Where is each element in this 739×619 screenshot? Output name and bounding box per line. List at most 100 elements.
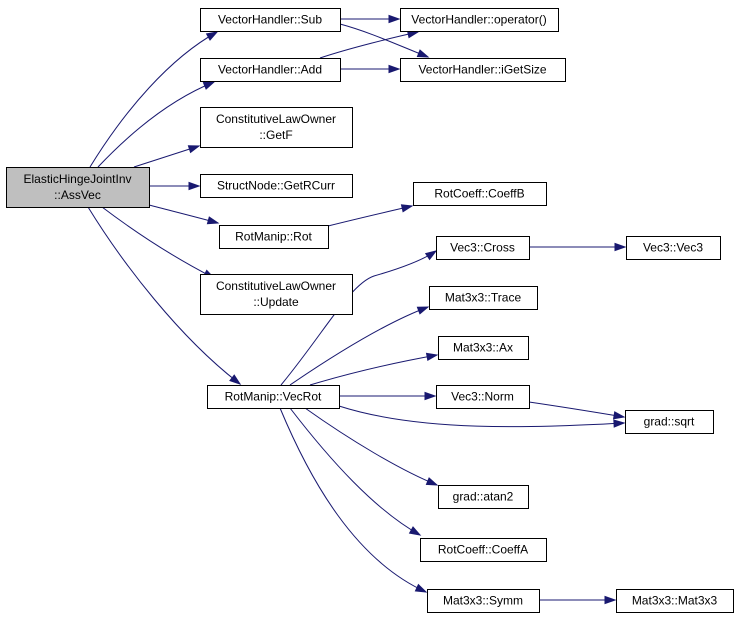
node-box	[200, 58, 341, 82]
node-label: ::AssVec	[54, 188, 101, 202]
arrow-head	[424, 250, 438, 261]
node-vh-add[interactable]: VectorHandler::Add	[200, 58, 341, 82]
node-label: VectorHandler::iGetSize	[418, 63, 546, 77]
node-box	[436, 385, 530, 409]
node-label: RotManip::Rot	[235, 230, 312, 244]
arrow-head	[416, 306, 430, 315]
edge-line	[289, 407, 421, 536]
node-box	[429, 286, 538, 310]
edge-v3_cross-to-v3_vec3	[529, 242, 627, 252]
node-m3-mat3x3[interactable]: Mat3x3::Mat3x3	[616, 589, 734, 613]
edge-line	[528, 401, 625, 418]
node-clo-getf[interactable]: ConstitutiveLawOwner::GetF	[200, 107, 353, 148]
node-box	[200, 274, 353, 315]
node-label: ConstitutiveLawOwner	[216, 279, 336, 293]
node-box	[6, 167, 150, 208]
arrow-head	[612, 411, 626, 420]
arrow-head	[613, 419, 626, 428]
edge-line	[289, 306, 429, 386]
edge-root-to-sn_getr	[149, 181, 201, 191]
arrow-head	[206, 216, 220, 225]
node-m3-ax[interactable]: Mat3x3::Ax	[438, 336, 529, 360]
node-root[interactable]: ElasticHingeJointInv::AssVec	[6, 167, 150, 208]
node-label: VectorHandler::operator()	[411, 13, 546, 27]
node-box	[616, 589, 734, 613]
node-rm-rot[interactable]: RotManip::Rot	[219, 225, 329, 249]
arrow-head	[614, 242, 627, 252]
edge-line	[280, 250, 437, 386]
arrow-head	[188, 181, 201, 191]
node-v3-cross[interactable]: Vec3::Cross	[436, 236, 530, 260]
edge-root-to-vh_sub	[89, 31, 219, 168]
arrow-head	[388, 64, 401, 74]
arrow-head	[604, 595, 617, 605]
edge-line	[319, 31, 419, 59]
node-label: ElasticHingeJointInv	[23, 172, 131, 186]
edge-line	[309, 354, 438, 386]
node-box	[625, 410, 714, 434]
edge-root-to-clo_getf	[133, 145, 201, 168]
node-box	[413, 182, 547, 206]
node-label: grad::atan2	[453, 490, 514, 504]
node-box	[420, 538, 547, 562]
node-box	[200, 174, 353, 198]
edge-rm_vecrot-to-v3_cross	[280, 250, 438, 386]
node-box	[436, 236, 530, 260]
nodes-layer: ElasticHingeJointInv::AssVec VectorHandle…	[6, 8, 734, 613]
node-box	[438, 336, 529, 360]
edge-line	[279, 407, 427, 593]
node-label: Vec3::Cross	[450, 241, 515, 255]
arrow-head	[205, 31, 219, 41]
node-grad-sqrt[interactable]: grad::sqrt	[625, 410, 714, 434]
edge-rm_vecrot-to-grad_sqrt	[338, 405, 626, 428]
node-clo-update[interactable]: ConstitutiveLawOwner::Update	[200, 274, 353, 315]
node-vh-size[interactable]: VectorHandler::iGetSize	[400, 58, 566, 82]
arrow-head	[414, 583, 428, 593]
edge-vh_add-to-vh_op	[319, 30, 420, 59]
arrow-head	[425, 352, 439, 362]
node-vh-op[interactable]: VectorHandler::operator()	[400, 8, 559, 32]
edge-line	[97, 81, 215, 168]
node-box	[400, 8, 559, 32]
node-rc-coeffb[interactable]: RotCoeff::CoeffB	[413, 182, 547, 206]
node-v3-vec3[interactable]: Vec3::Vec3	[626, 236, 721, 260]
node-label: Vec3::Vec3	[643, 241, 703, 255]
node-box	[438, 485, 529, 509]
edges-layer	[87, 14, 627, 605]
node-v3-norm[interactable]: Vec3::Norm	[436, 385, 530, 409]
edge-line	[101, 206, 215, 279]
node-label: VectorHandler::Sub	[218, 13, 322, 27]
arrow-head	[400, 204, 414, 213]
edge-line	[148, 204, 219, 224]
node-vh-sub[interactable]: VectorHandler::Sub	[200, 8, 341, 32]
node-m3-trace[interactable]: Mat3x3::Trace	[429, 286, 538, 310]
node-box	[626, 236, 721, 260]
arrow-head	[388, 14, 401, 24]
arrow-head	[202, 81, 216, 90]
edge-rm_vecrot-to-rc_coeffa	[289, 407, 422, 536]
edge-rm_rot-to-rc_coeffb	[327, 204, 414, 227]
edge-rm_vecrot-to-grad_atan2	[304, 407, 439, 486]
node-box	[427, 589, 540, 613]
edge-line	[87, 206, 241, 385]
edge-root-to-rm_rot	[148, 204, 220, 225]
arrow-head	[408, 526, 422, 536]
node-m3-symm[interactable]: Mat3x3::Symm	[427, 589, 540, 613]
node-label: VectorHandler::Add	[218, 63, 322, 77]
node-label: grad::sqrt	[644, 415, 695, 429]
node-grad-atan2[interactable]: grad::atan2	[438, 485, 529, 509]
node-label: ConstitutiveLawOwner	[216, 112, 336, 126]
node-label: ::GetF	[259, 128, 292, 142]
node-label: Mat3x3::Symm	[443, 594, 523, 608]
node-label: Mat3x3::Trace	[445, 291, 522, 305]
edge-root-to-vh_add	[97, 81, 216, 168]
node-label: Vec3::Norm	[451, 390, 514, 404]
edge-line	[338, 405, 625, 428]
node-rm-vecrot[interactable]: RotManip::VecRot	[207, 385, 340, 409]
node-sn-getr[interactable]: StructNode::GetRCurr	[200, 174, 353, 198]
arrow-head	[229, 374, 242, 385]
edge-m3_symm-to-m3_mat3x3	[539, 595, 617, 605]
node-rc-coeffa[interactable]: RotCoeff::CoeffA	[420, 538, 547, 562]
node-label: RotCoeff::CoeffB	[434, 187, 524, 201]
